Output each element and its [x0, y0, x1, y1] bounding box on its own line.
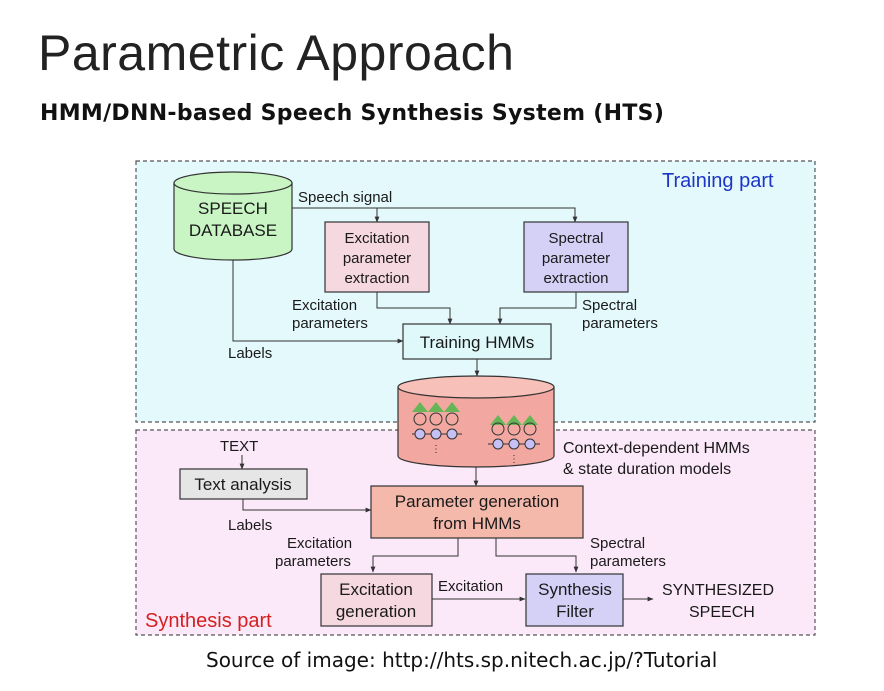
spectral-parameters-bottom-line1: Spectral: [590, 535, 645, 552]
hmm-icon: ⋮: [412, 402, 462, 455]
excitation-extraction-line3: extraction: [344, 270, 409, 287]
spectral-parameters-bottom-line2: parameters: [590, 553, 666, 570]
synthesis-filter-box: Synthesis Filter: [525, 573, 624, 627]
excitation-parameters-top-line1: Excitation: [292, 297, 357, 314]
excitation-extraction-line1: Excitation: [344, 230, 409, 247]
synthesis-part-label: Synthesis part: [145, 610, 272, 632]
speech-database-line2: DATABASE: [189, 221, 277, 240]
model-database: ⋮ ⋮: [397, 375, 555, 468]
image-source-caption: Source of image: http://hts.sp.nitech.ac…: [206, 648, 718, 672]
svg-text:⋮: ⋮: [509, 454, 519, 465]
speech-signal-label: Speech signal: [298, 189, 392, 206]
spectral-extraction-line3: extraction: [543, 270, 608, 287]
excitation-extraction-box: Excitation parameter extraction: [324, 221, 430, 293]
svg-text:⋮: ⋮: [431, 444, 441, 455]
excitation-generation-line2: generation: [336, 602, 416, 621]
spectral-extraction-line1: Spectral: [548, 230, 603, 247]
training-hmms-box: Training HMMs: [402, 323, 552, 360]
labels-bottom: Labels: [228, 517, 272, 534]
spectral-extraction-line2: parameter: [542, 250, 610, 267]
synthesis-filter-line2: Filter: [556, 602, 594, 621]
context-models-line2: & state duration models: [563, 461, 731, 478]
parameter-generation-line2: from HMMs: [433, 514, 521, 533]
excitation-generation-line1: Excitation: [339, 580, 413, 599]
parameter-generation-line1: Parameter generation: [395, 492, 559, 511]
excitation-extraction-line2: parameter: [343, 250, 411, 267]
output-line1: SYNTHESIZED: [662, 582, 774, 599]
spectral-parameters-top-line2: parameters: [582, 315, 658, 332]
speech-database-line1: SPEECH: [198, 199, 268, 218]
excitation-parameters-bottom-line2: parameters: [275, 553, 351, 570]
hmm-icon: ⋮: [488, 415, 540, 465]
labels-top: Labels: [228, 345, 272, 362]
text-analysis-label: Text analysis: [194, 475, 291, 494]
training-part-label: Training part: [662, 170, 774, 192]
slide-title: Parametric Approach: [38, 25, 515, 81]
excitation-parameters-bottom-line1: Excitation: [287, 535, 352, 552]
parameter-generation-box: Parameter generation from HMMs: [370, 485, 584, 539]
synthesis-filter-line1: Synthesis: [538, 580, 612, 599]
text-analysis-box: Text analysis: [179, 468, 308, 500]
context-models-line1: Context-dependent HMMs: [563, 440, 750, 457]
spectral-extraction-box: Spectral parameter extraction: [523, 221, 629, 293]
speech-database: SPEECH DATABASE: [173, 171, 293, 261]
spectral-parameters-top-line1: Spectral: [582, 297, 637, 314]
training-hmms-label: Training HMMs: [420, 333, 535, 352]
slide-subtitle: HMM/DNN-based Speech Synthesis System (H…: [40, 101, 665, 126]
excitation-generation-box: Excitation generation: [320, 573, 433, 627]
output-line2: SPEECH: [689, 604, 755, 621]
excitation-signal-label: Excitation: [438, 578, 503, 595]
text-input-label: TEXT: [220, 438, 258, 455]
excitation-parameters-top-line2: parameters: [292, 315, 368, 332]
